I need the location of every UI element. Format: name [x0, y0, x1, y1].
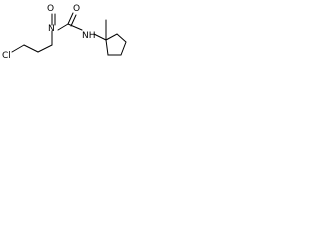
- label-oxygen-carbonyl: O: [73, 4, 80, 14]
- molecule-structure-diagram: Cl O N O NH: [2, 4, 127, 61]
- label-chlorine: Cl: [2, 51, 11, 61]
- label-nh: NH: [82, 31, 96, 41]
- cyclopentane-ring: [105, 33, 127, 56]
- bond-c2-c3: [37, 44, 53, 53]
- bond-carbonyl-o-2: [70, 14, 77, 27]
- label-nitrogen-nitroso: N: [48, 24, 55, 34]
- bond-carbonyl-o-1: [67, 12, 74, 25]
- label-oxygen-nitroso: O: [47, 4, 54, 14]
- bond-carbonyl-nh: [67, 23, 83, 31]
- bond-cl-c1: [11, 44, 25, 53]
- bond-nh-ring: [93, 33, 107, 41]
- bond-n-carbonyl: [57, 23, 69, 31]
- bond-c1-c2: [23, 44, 39, 53]
